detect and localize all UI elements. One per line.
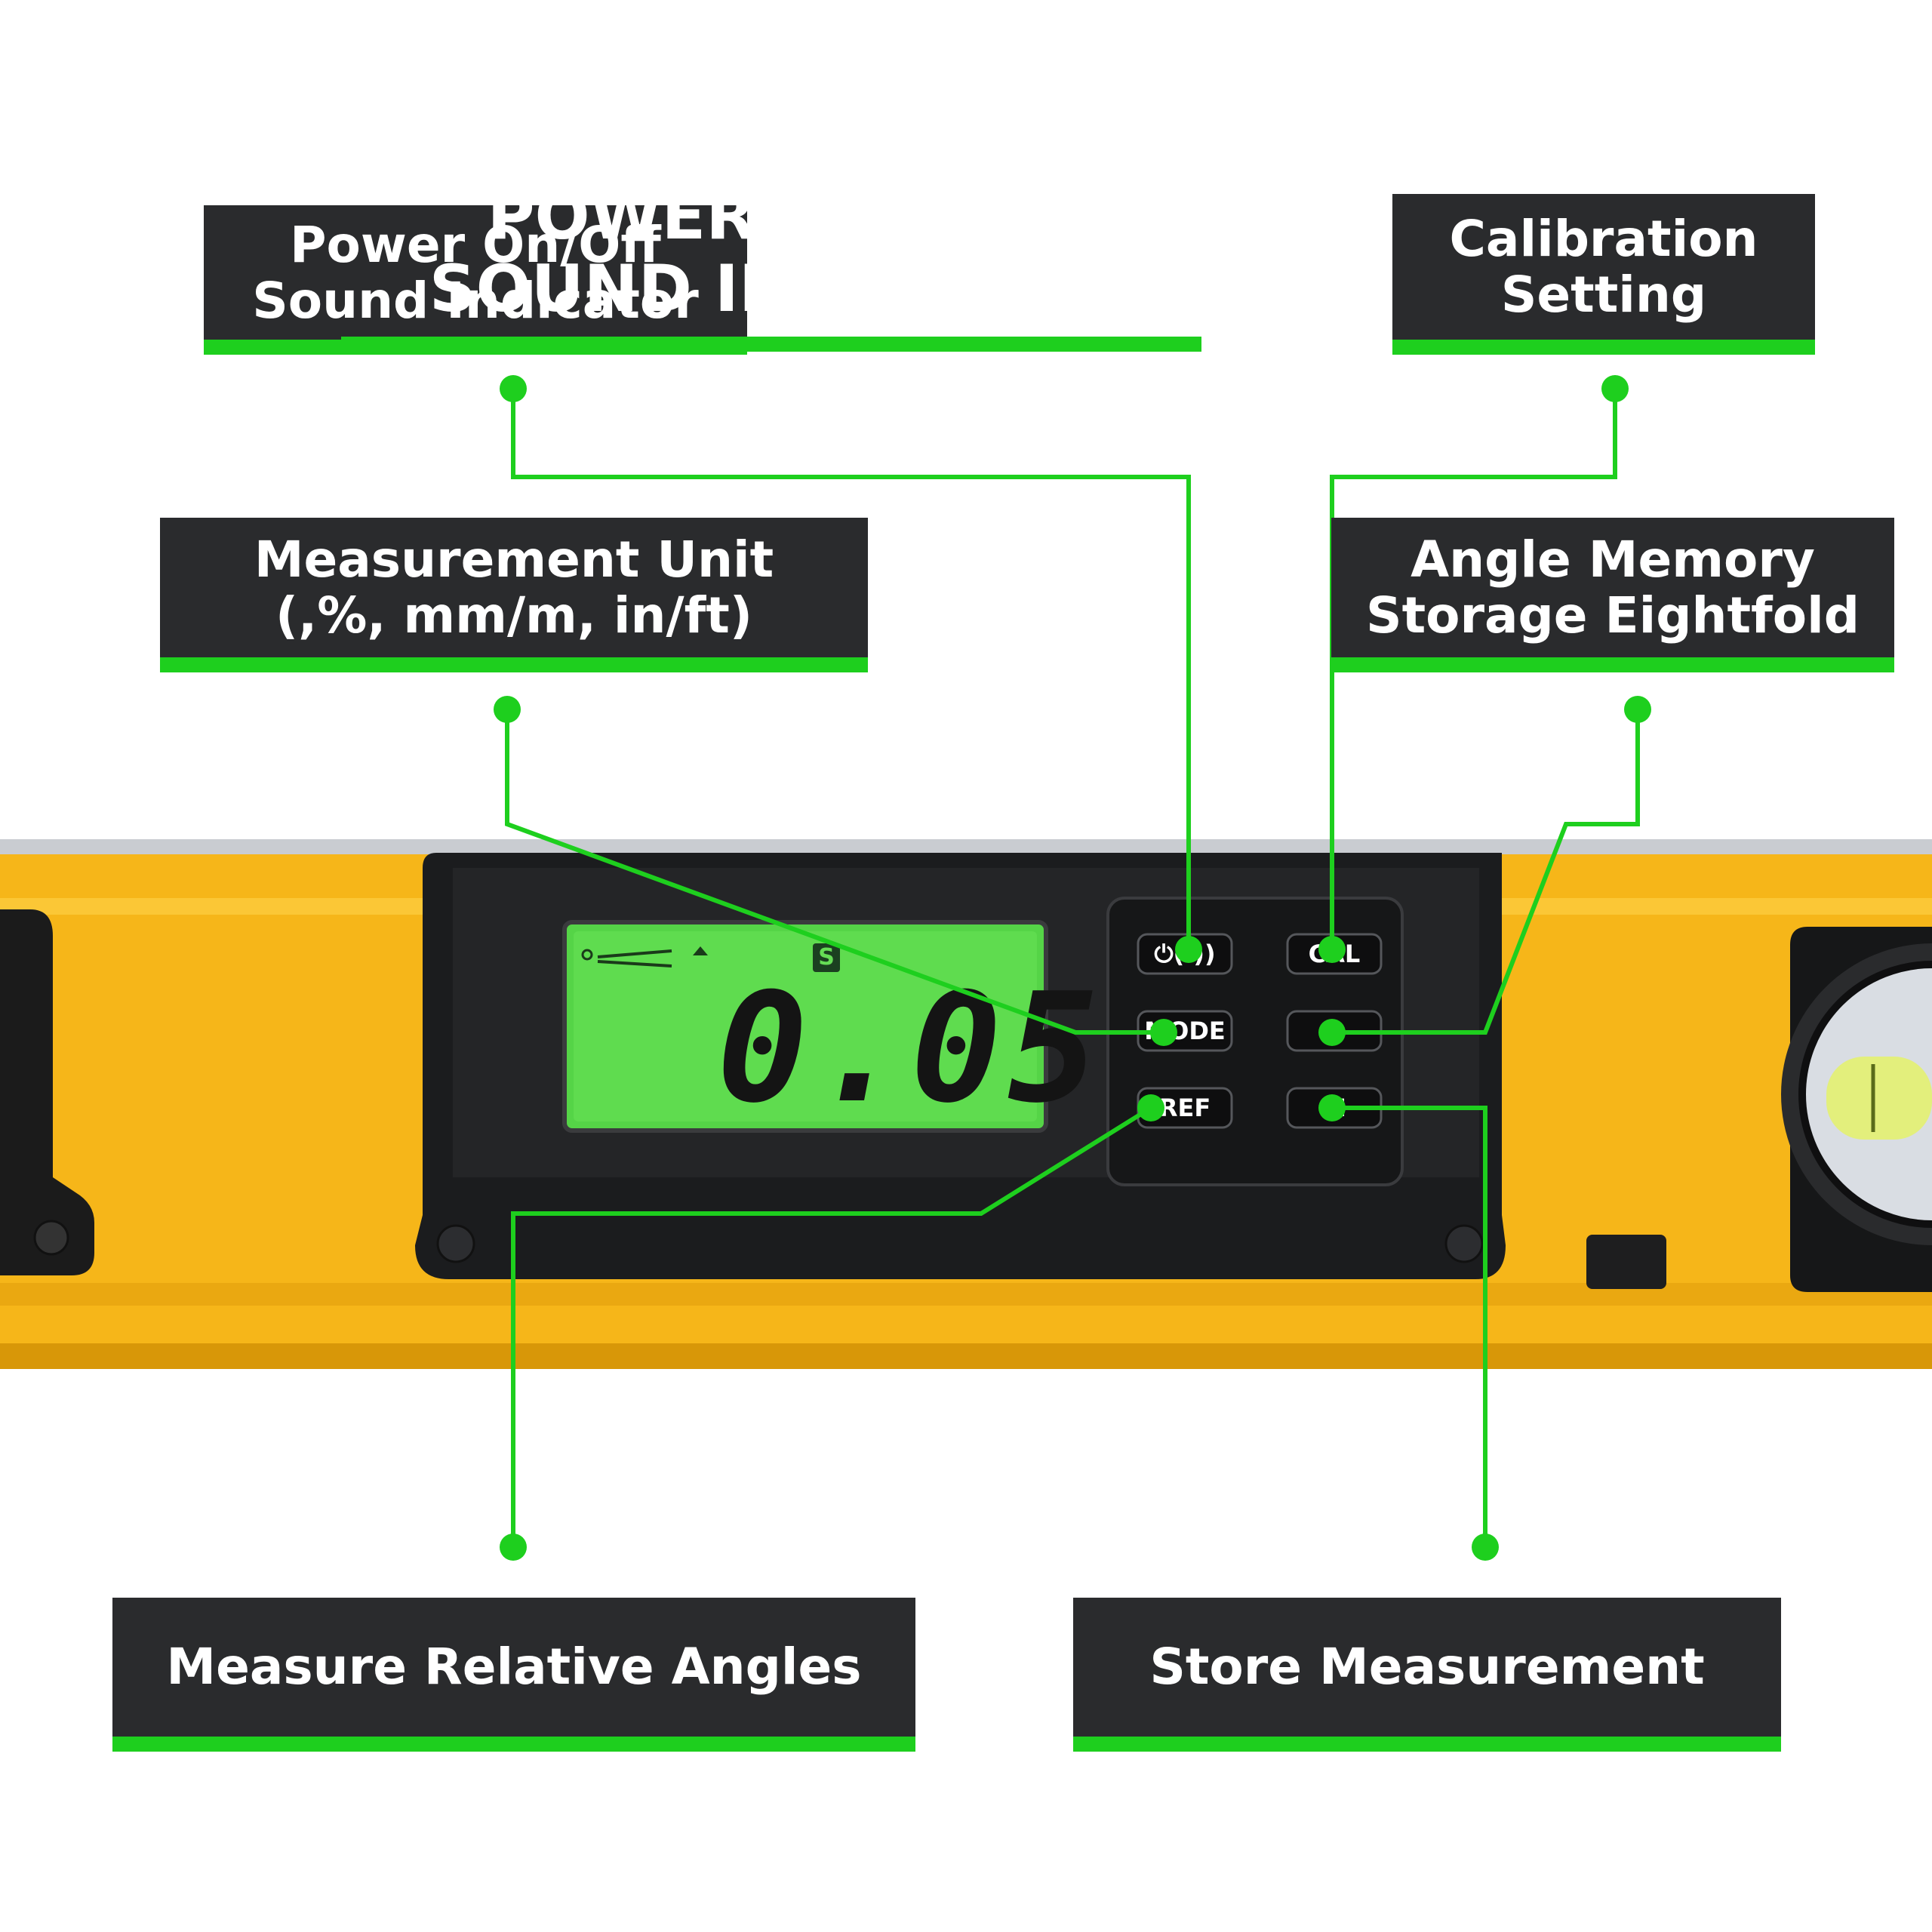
callout-calibration: Calibration Setting: [1392, 194, 1815, 355]
side-button: [1586, 1235, 1666, 1289]
dot-power-key: [1175, 936, 1202, 963]
dot-unit-top: [494, 696, 521, 723]
callout-memory-line1: Angle Memory: [1411, 530, 1815, 589]
dot-store-bottom: [1472, 1534, 1499, 1561]
dot-power-top: [500, 375, 527, 402]
connector-store: [1332, 1106, 1487, 1547]
dot-cal-key: [1318, 936, 1346, 963]
callout-angle-memory: Angle Memory Storage Eightfold: [1331, 518, 1894, 672]
callout-relative-angles: Measure Relative Angles: [112, 1598, 915, 1752]
dot-m-key: [1318, 1094, 1346, 1121]
callout-power-front-line2: SOUND INDICATOR: [429, 251, 1114, 327]
callout-calibration-line1: Calibration: [1449, 209, 1758, 268]
callout-power-sound-front: POWER ON/OFF SOUND INDICATOR: [341, 169, 1201, 352]
dot-relative-bottom: [500, 1534, 527, 1561]
dot-r-key: [1318, 1019, 1346, 1046]
dot-mode-key: [1150, 1019, 1177, 1046]
dot-ref-key: [1137, 1094, 1164, 1121]
callout-unit-line1: Measurement Unit: [254, 530, 774, 589]
ref-key[interactable]: REF: [1158, 1094, 1211, 1122]
callout-unit-line2: (,%, mm/m, in/ft): [275, 586, 753, 645]
connector-calibration: [1330, 389, 1617, 949]
dot-memory-top: [1624, 696, 1651, 723]
level-handle-left: [0, 909, 94, 1275]
callout-power-front-line1: POWER ON/OFF: [487, 178, 1056, 254]
connector-power: [511, 389, 1191, 949]
callout-power-back-line1: Power On/Off: [290, 216, 661, 274]
connector-angle-memory: [1332, 709, 1640, 1035]
callout-power-back-line2: Sound Indicator: [252, 271, 699, 330]
connector-relative-angles: [511, 1106, 1152, 1547]
callout-calibration-line2: Setting: [1500, 265, 1707, 324]
lcd-sound-indicator: S: [813, 943, 840, 972]
callout-store-line1: Store Measurement: [1149, 1638, 1705, 1697]
connector-measurement-unit: [505, 709, 1164, 1035]
dot-calibration-top: [1601, 375, 1629, 402]
callout-relative-line1: Measure Relative Angles: [166, 1638, 862, 1697]
callout-memory-line2: Storage Eightfold: [1366, 586, 1860, 645]
callout-store-measurement: Store Measurement: [1073, 1598, 1781, 1752]
callout-measurement-unit: Measurement Unit (,%, mm/m, in/ft): [160, 518, 868, 672]
